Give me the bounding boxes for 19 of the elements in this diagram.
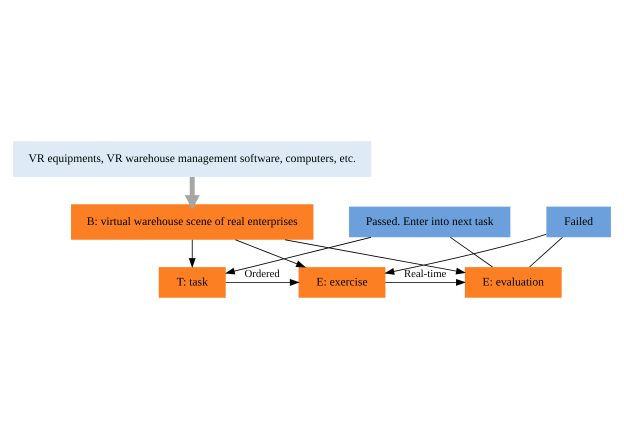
node-box: E: exercise — [298, 267, 386, 298]
edge-label: Real-time — [404, 268, 446, 280]
node-box: VR equipments, VR warehouse management software, computers, etc. — [13, 141, 372, 177]
arrow — [284, 239, 466, 275]
arrow — [385, 278, 466, 286]
node-box: B: virtual warehouse scene of real enterprises — [71, 204, 314, 240]
arrow — [184, 176, 200, 210]
arrow — [225, 278, 300, 286]
node-box: T: task — [158, 267, 226, 298]
node-box: Failed — [546, 206, 611, 238]
connector — [450, 236, 493, 268]
connector — [529, 236, 563, 268]
node-box: E: evaluation — [464, 267, 562, 298]
arrow — [224, 236, 372, 274]
arrow — [384, 234, 547, 275]
edge-label: Ordered — [244, 268, 280, 280]
arrow — [188, 239, 196, 268]
node-box: Passed. Enter into next task — [349, 206, 510, 238]
arrow — [235, 239, 306, 268]
